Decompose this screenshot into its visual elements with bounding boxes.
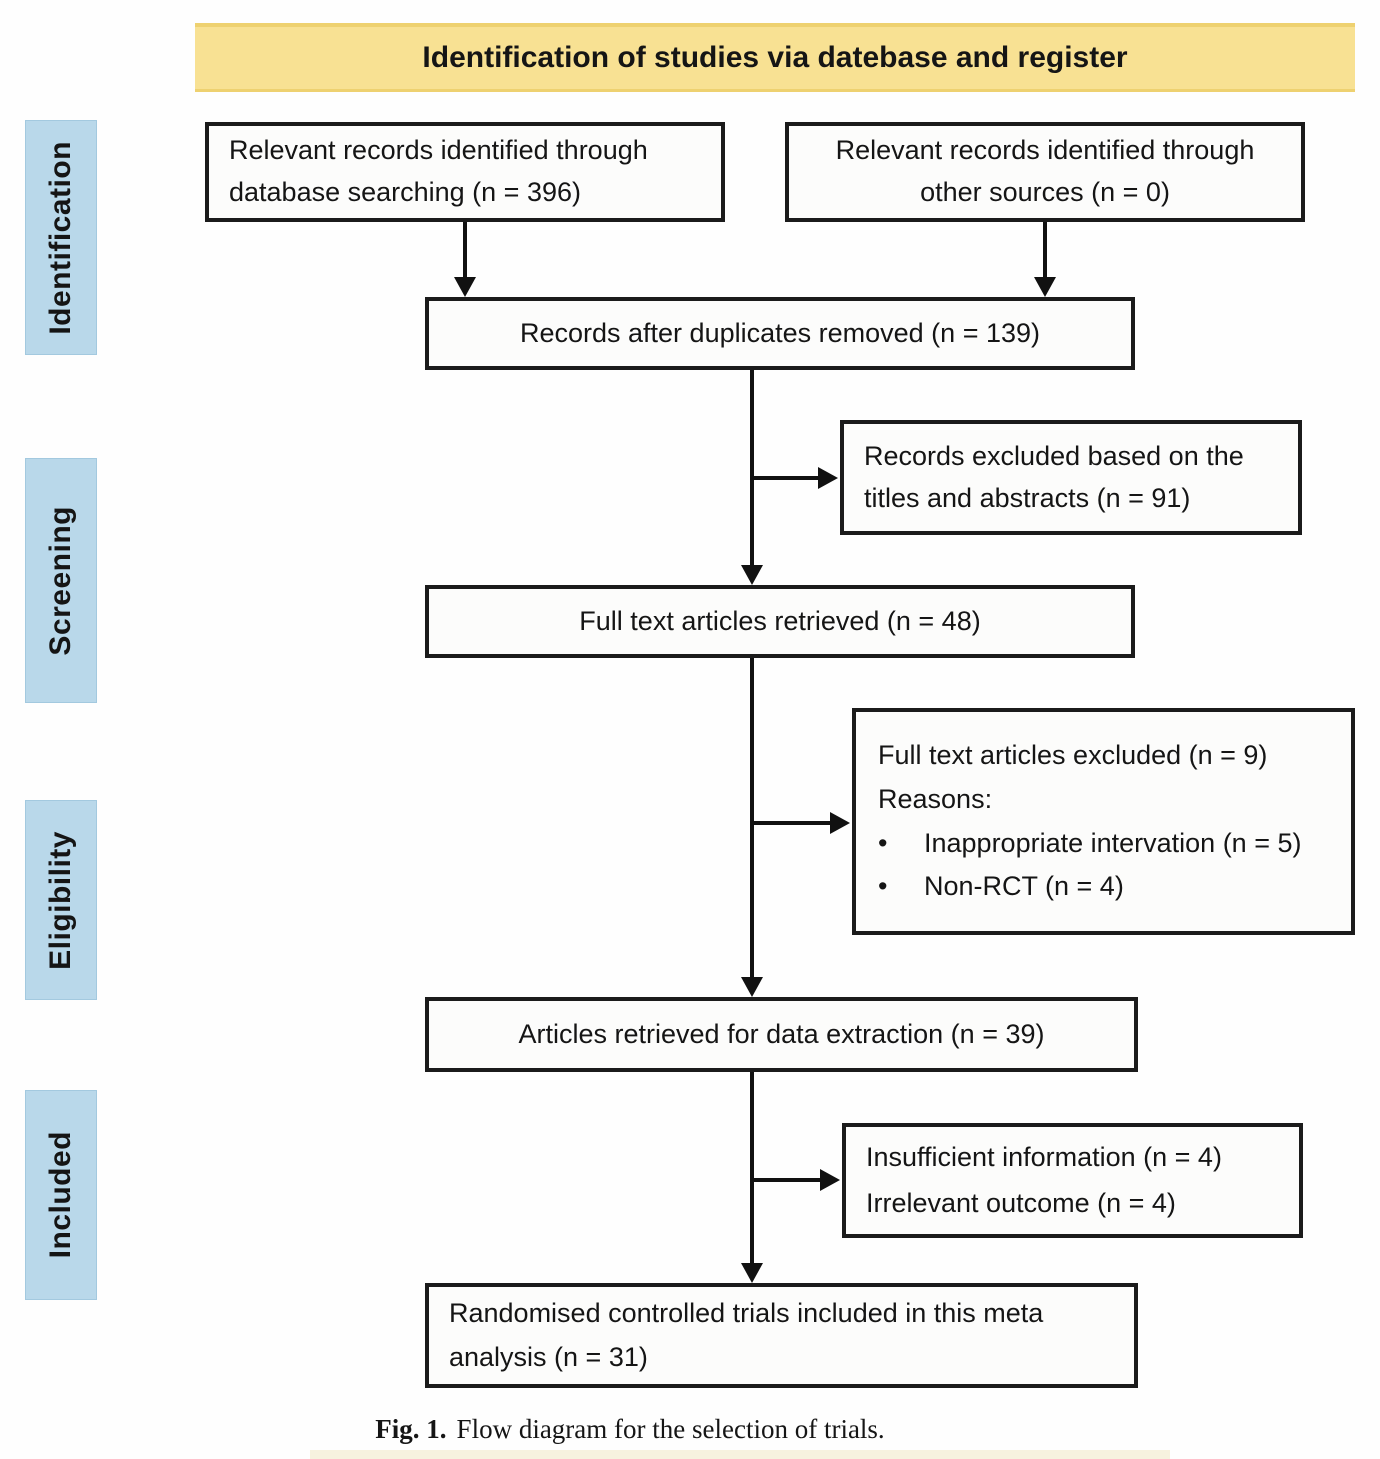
arrowhead-branch-fulltextexcluded	[830, 812, 850, 834]
banner-title: Identification of studies via datebase a…	[195, 23, 1355, 92]
stage-label-identification: Identification	[25, 120, 97, 355]
box-title-abstract-excluded: Records excluded based on the titles and…	[840, 420, 1302, 535]
excluded-reason-text: Non-RCT (n = 4)	[924, 871, 1124, 902]
stage-label-included: Included	[25, 1090, 97, 1300]
box-data-extraction-text: Articles retrieved for data extraction (…	[518, 1018, 1045, 1049]
stage-label-identification-text: Identification	[44, 140, 77, 335]
arrowhead-extraction-to-included	[741, 1263, 763, 1283]
arrowhead-duplicates-to-fulltext	[741, 565, 763, 585]
box-full-text-excluded-heading: Full text articles excluded (n = 9)	[878, 740, 1268, 771]
next-figure-edge-sliver	[310, 1450, 1170, 1459]
box-data-extraction: Articles retrieved for data extraction (…	[425, 997, 1138, 1072]
figure-caption-text: Flow diagram for the selection of trials…	[456, 1414, 885, 1444]
box-duplicates-removed: Records after duplicates removed (n = 13…	[425, 297, 1135, 370]
bullet-icon: •	[878, 871, 888, 902]
box-excluded-insufficient-text: Insufficient information (n = 4)	[866, 1141, 1222, 1172]
banner-title-text: Identification of studies via datebase a…	[422, 41, 1128, 74]
box-full-text-excluded: Full text articles excluded (n = 9) Reas…	[852, 708, 1355, 935]
bullet-icon: •	[878, 827, 888, 858]
box-database-records: Relevant records identified through data…	[205, 122, 725, 222]
excluded-reason-item: • Inappropriate intervation (n = 5)	[878, 822, 1301, 866]
box-title-abstract-excluded-text: Records excluded based on the titles and…	[864, 440, 1244, 513]
box-database-records-text: Relevant records identified through data…	[229, 135, 648, 207]
box-other-sources: Relevant records identified through othe…	[785, 122, 1305, 222]
stage-label-screening-text: Screening	[44, 505, 77, 656]
excluded-reason-item: • Non-RCT (n = 4)	[878, 865, 1124, 909]
arrowhead-branch-titleabstract	[818, 467, 838, 489]
box-full-text-retrieved-text: Full text articles retrieved (n = 48)	[579, 605, 981, 636]
figure-caption: Fig. 1. Flow diagram for the selection of…	[0, 1414, 1260, 1445]
box-included-trials-text: Randomised controlled trials included in…	[449, 1298, 1044, 1372]
stage-label-eligibility-text: Eligibility	[44, 830, 77, 970]
arrowhead-database-to-duplicates	[454, 277, 476, 297]
stage-label-screening: Screening	[25, 458, 97, 703]
stage-label-included-text: Included	[44, 1131, 77, 1259]
box-duplicates-removed-text: Records after duplicates removed (n = 13…	[519, 317, 1040, 348]
excluded-reason-text: Inappropriate intervation (n = 5)	[924, 827, 1302, 858]
box-excluded-after-extraction: Insufficient information (n = 4) Irrelev…	[842, 1123, 1303, 1238]
arrowhead-branch-insufficient	[820, 1169, 840, 1191]
box-full-text-retrieved: Full text articles retrieved (n = 48)	[425, 585, 1135, 658]
figure-caption-label: Fig. 1.	[375, 1414, 447, 1444]
box-included-trials: Randomised controlled trials included in…	[425, 1283, 1138, 1388]
box-full-text-excluded-reasons-label: Reasons:	[878, 783, 993, 814]
box-excluded-irrelevant-text: Irrelevant outcome (n = 4)	[866, 1187, 1176, 1218]
stage-label-eligibility: Eligibility	[25, 800, 97, 1000]
box-other-sources-text: Relevant records identified through othe…	[835, 135, 1255, 207]
arrowhead-othersources-to-duplicates	[1034, 277, 1056, 297]
arrowhead-fulltext-to-extraction	[741, 977, 763, 997]
